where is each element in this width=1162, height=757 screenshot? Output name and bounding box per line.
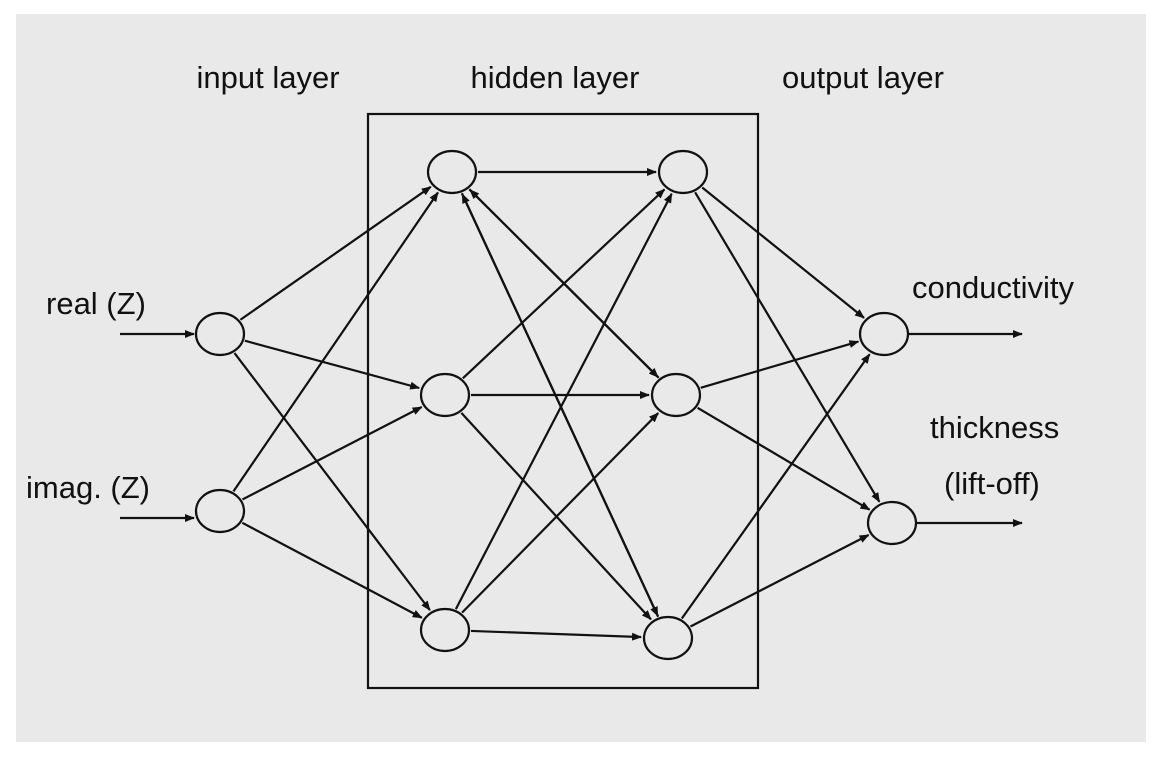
edge-h6-o1 (680, 353, 871, 620)
hidden-layer-label: hidden layer (471, 60, 640, 95)
edge-i2-h2 (241, 406, 423, 501)
hidden-layer-box (366, 112, 760, 690)
edge-i2-h3 (241, 521, 423, 619)
hidden-node-1-bottom (419, 607, 471, 653)
edge-i2-h1 (232, 191, 439, 492)
output-label-thickness: thickness (930, 410, 1059, 445)
hidden-node-2-top (657, 149, 709, 195)
edge-i1-h2 (244, 339, 421, 390)
hidden-node-2-middle (650, 372, 702, 418)
edge-h4-o2 (694, 191, 881, 503)
edge-h6-h1 (461, 193, 660, 618)
connections (120, 168, 1023, 641)
output-label-conductivity: conductivity (912, 270, 1074, 305)
input-node-imag (194, 488, 246, 534)
edge-h5-o1 (700, 340, 860, 389)
hidden-node-1-top (426, 149, 478, 195)
diagram-background (16, 14, 1146, 742)
output-label-lift-off: (lift-off) (944, 466, 1040, 501)
edge-h3-h4 (454, 192, 673, 610)
input-layer-label: input layer (196, 60, 339, 95)
input-node-real (194, 311, 246, 357)
edge-h6-o2 (689, 534, 870, 628)
edge-i1-h1 (239, 185, 432, 321)
output-node-conductivity (858, 311, 910, 357)
input-label-imag: imag. (Z) (26, 470, 150, 505)
output-node-thickness (866, 500, 918, 546)
hidden-node-1-middle (419, 372, 471, 418)
edge-h3-h6 (470, 629, 643, 641)
hidden-node-2-bottom (642, 615, 694, 661)
output-layer-label: output layer (782, 60, 944, 95)
edge-h3-h5 (461, 412, 660, 614)
neurons (194, 149, 918, 661)
edge-h5-h1 (469, 189, 660, 379)
edge-i1-h3 (233, 352, 431, 611)
edge-h5-o2 (697, 406, 871, 511)
input-label-real: real (Z) (46, 286, 146, 321)
edge-h4-o1 (701, 186, 865, 319)
